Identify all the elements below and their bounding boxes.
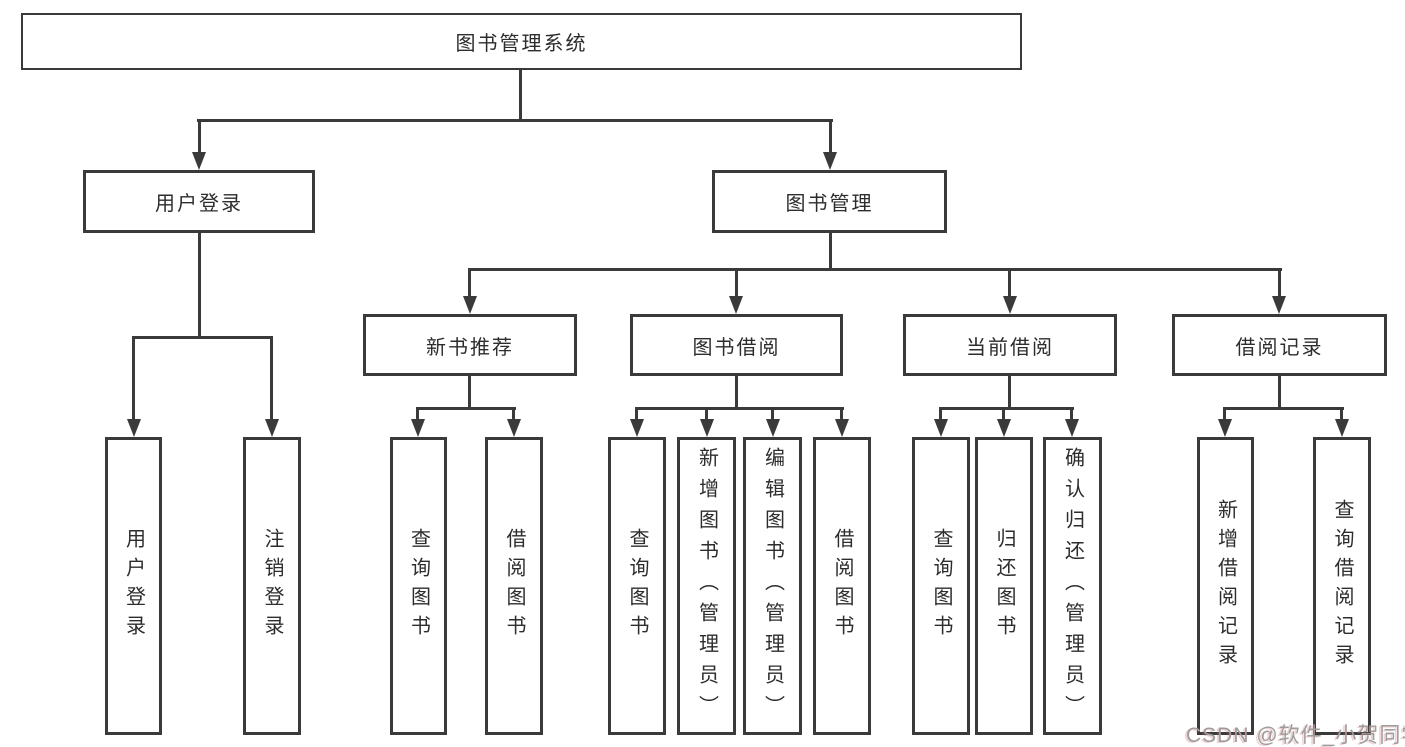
- connector-line: [197, 119, 833, 122]
- connector-line: [519, 69, 522, 122]
- connector-line: [840, 407, 843, 420]
- leaf-add-borrow-record: 新增借阅记录: [1197, 437, 1254, 735]
- connector-line: [829, 233, 832, 269]
- leaf-logout: 注销登录: [243, 437, 301, 735]
- connector-line: [198, 233, 201, 337]
- leaf-add-book-admin: 新增图书（管理员）: [677, 437, 736, 735]
- connector-line: [198, 119, 201, 153]
- connector-line: [468, 376, 471, 408]
- leaf-borrow-books-borrowing: 借阅图书: [813, 437, 871, 735]
- arrowhead-down-icon: [630, 419, 644, 437]
- node-label: 借阅记录: [1235, 336, 1324, 359]
- leaf-label: 新增借阅记录: [1214, 499, 1237, 673]
- leaf-return-book: 归还图书: [975, 437, 1033, 735]
- connector-line: [635, 407, 638, 420]
- leaf-label: 查询图书: [930, 528, 952, 644]
- arrowhead-down-icon: [127, 419, 141, 437]
- node-label: 用户登录: [155, 193, 243, 215]
- node-label: 新书推荐: [426, 336, 514, 359]
- arrowhead-down-icon: [265, 419, 279, 437]
- leaf-label: 注销登录: [261, 528, 283, 644]
- connector-line: [132, 336, 273, 339]
- connector-line: [468, 268, 1282, 271]
- connector-line: [416, 407, 419, 420]
- leaf-edit-book-admin: 编辑图书（管理员）: [743, 437, 802, 735]
- arrowhead-down-icon: [934, 419, 948, 437]
- leaf-label: 借阅图书: [503, 528, 525, 644]
- connector-line: [735, 268, 738, 297]
- connector-line: [132, 336, 135, 420]
- arrowhead-down-icon: [700, 419, 714, 437]
- connector-line: [1070, 407, 1073, 420]
- connector-line: [705, 407, 708, 420]
- arrowhead-down-icon: [463, 296, 477, 314]
- arrowhead-down-icon: [1003, 296, 1017, 314]
- leaf-label: 归还图书: [993, 528, 1015, 644]
- arrowhead-down-icon: [1218, 419, 1232, 437]
- connector-line: [468, 268, 471, 297]
- node-label: 当前借阅: [966, 336, 1054, 359]
- node-label: 图书借阅: [692, 336, 781, 359]
- arrowhead-down-icon: [411, 419, 425, 437]
- arrowhead-down-icon: [997, 419, 1011, 437]
- leaf-query-books-current: 查询图书: [912, 437, 970, 735]
- node-user-login: 用户登录: [83, 170, 315, 233]
- connector-line: [771, 407, 774, 420]
- leaf-query-books-recommend: 查询图书: [390, 437, 447, 735]
- connector-line: [1278, 376, 1281, 408]
- arrowhead-down-icon: [192, 152, 206, 170]
- node-book-management: 图书管理: [712, 170, 947, 233]
- leaf-label: 查询图书: [626, 528, 648, 644]
- connector-line: [1008, 268, 1011, 297]
- node-label: 图书管理: [785, 193, 874, 215]
- arrowhead-down-icon: [1065, 419, 1079, 437]
- connector-line: [1002, 407, 1005, 420]
- arrowhead-down-icon: [1272, 296, 1286, 314]
- node-current-borrowing: 当前借阅: [903, 314, 1117, 376]
- node-root-label: 图书管理系统: [455, 33, 588, 55]
- connector-line: [1223, 407, 1226, 420]
- leaf-label: 编辑图书（管理员）: [761, 446, 784, 726]
- arrowhead-down-icon: [1335, 419, 1349, 437]
- node-root: 图书管理系统: [21, 13, 1022, 70]
- arrowhead-down-icon: [766, 419, 780, 437]
- connector-line: [735, 376, 738, 408]
- connector-line: [1008, 376, 1011, 408]
- leaf-label: 新增图书（管理员）: [695, 446, 718, 726]
- leaf-label: 借阅图书: [831, 528, 853, 644]
- connector-line: [1223, 407, 1344, 410]
- connector-line: [1340, 407, 1343, 420]
- leaf-query-books-borrowing: 查询图书: [608, 437, 666, 735]
- leaf-query-borrow-record: 查询借阅记录: [1313, 437, 1371, 735]
- connector-line: [939, 407, 942, 420]
- leaf-confirm-return-admin: 确认归还（管理员）: [1043, 437, 1102, 735]
- connector-line: [829, 119, 832, 153]
- leaf-label: 查询图书: [407, 528, 430, 644]
- arrowhead-down-icon: [507, 419, 521, 437]
- connector-line: [939, 407, 1074, 410]
- connector-line: [635, 407, 844, 410]
- leaf-label: 查询借阅记录: [1331, 499, 1353, 673]
- node-book-borrowing: 图书借阅: [630, 314, 843, 376]
- connector-line: [1278, 268, 1281, 297]
- leaf-borrow-books-recommend: 借阅图书: [485, 437, 543, 735]
- csdn-watermark: CSDN @软件_小贺同学: [1186, 724, 1405, 747]
- connector-line: [512, 407, 515, 420]
- leaf-label: 确认归还（管理员）: [1061, 446, 1084, 726]
- connector-line: [416, 407, 516, 410]
- connector-line: [270, 336, 273, 420]
- node-borrowing-records: 借阅记录: [1172, 314, 1387, 376]
- leaf-user-login: 用户登录: [105, 437, 162, 735]
- arrowhead-down-icon: [729, 296, 743, 314]
- arrowhead-down-icon: [823, 152, 837, 170]
- node-new-book-recommendation: 新书推荐: [363, 314, 577, 376]
- arrowhead-down-icon: [835, 419, 849, 437]
- leaf-label: 用户登录: [122, 528, 145, 644]
